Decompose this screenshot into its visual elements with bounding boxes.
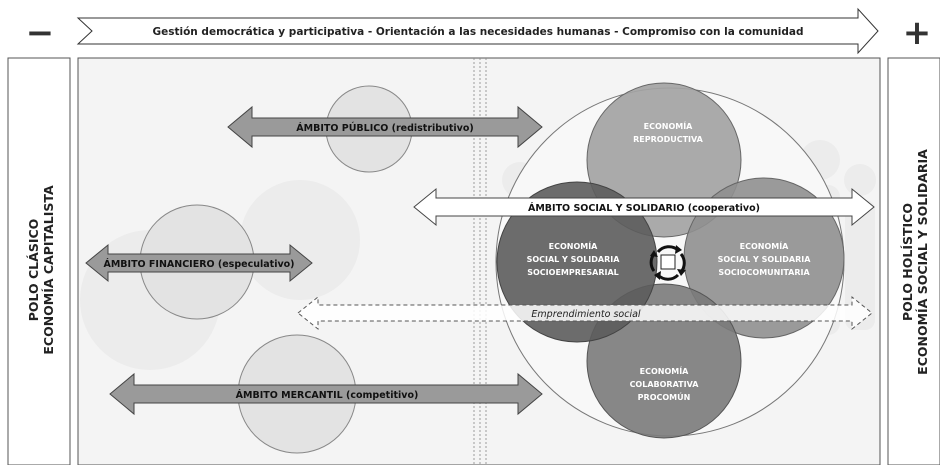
left-pole-line1: POLO CLÁSICO: [26, 219, 41, 322]
label-reproductiva: ECONOMÍA REPRODUCTIVA: [633, 120, 704, 144]
arrow-emprendimiento: Emprendimiento social: [297, 295, 873, 331]
right-pole-line2: ECONOMÍA SOCIAL Y SOLIDARIA: [915, 149, 930, 375]
arrow-emprendimiento-label: Emprendimiento social: [531, 309, 640, 320]
label-colaborativa: ECONOMÍA COLABORATIVA PROCOMÚN: [630, 365, 700, 402]
label-sociocomunitaria-line: SOCIOCOMUNITARIA: [718, 268, 810, 277]
label-socioempresarial: ECONOMÍA SOCIAL Y SOLIDARIA SOCIOEMPRESA…: [527, 240, 621, 277]
banner-text: Gestión democrática y participativa - Or…: [152, 26, 803, 38]
label-sociocomunitaria: ECONOMÍA SOCIAL Y SOLIDARIA SOCIOCOMUNIT…: [718, 240, 812, 277]
circle-socioempresarial: [496, 181, 658, 343]
right-pole-panel: [887, 57, 940, 466]
arrow-mercantil-label: ÁMBITO MERCANTIL (competitivo): [236, 389, 419, 401]
banner-arrow: Gestión democrática y participativa - Or…: [76, 7, 879, 55]
arrow-financiero-label: ÁMBITO FINANCIERO (especulativo): [103, 258, 294, 270]
arrow-social-label: ÁMBITO SOCIAL Y SOLIDARIO (cooperativo): [528, 202, 760, 214]
label-colaborativa-line: ECONOMÍA: [640, 365, 690, 376]
left-pole-line2: ECONOMÍA CAPITALISTA: [41, 185, 56, 355]
arrow-mercantil: ÁMBITO MERCANTIL (competitivo): [109, 372, 543, 416]
cycle-icon: [649, 245, 686, 281]
right-pole-line1: POLO HOLÍSTICO: [900, 203, 915, 321]
label-socioempresarial-line: SOCIAL Y SOLIDARIA: [527, 255, 621, 264]
label-sociocomunitaria-line: SOCIAL Y SOLIDARIA: [718, 255, 812, 264]
label-socioempresarial-line: SOCIOEMPRESARIAL: [527, 268, 619, 277]
minus-sign: −: [26, 13, 55, 53]
label-reproductiva-line: REPRODUCTIVA: [633, 135, 704, 144]
label-reproductiva-line: ECONOMÍA: [644, 120, 694, 131]
left-pole-panel: [7, 57, 71, 466]
plus-sign: +: [903, 13, 932, 53]
label-colaborativa-line: COLABORATIVA: [630, 380, 700, 389]
label-sociocomunitaria-line: ECONOMÍA: [740, 240, 790, 251]
arrow-publico: ÁMBITO PÚBLICO (redistributivo): [227, 105, 543, 149]
label-socioempresarial-line: ECONOMÍA: [549, 240, 599, 251]
arrow-social: ÁMBITO SOCIAL Y SOLIDARIO (cooperativo): [413, 187, 875, 227]
arrow-financiero: ÁMBITO FINANCIERO (especulativo): [85, 243, 313, 283]
arrow-publico-label: ÁMBITO PÚBLICO (redistributivo): [296, 122, 473, 134]
label-colaborativa-line: PROCOMÚN: [638, 391, 691, 402]
